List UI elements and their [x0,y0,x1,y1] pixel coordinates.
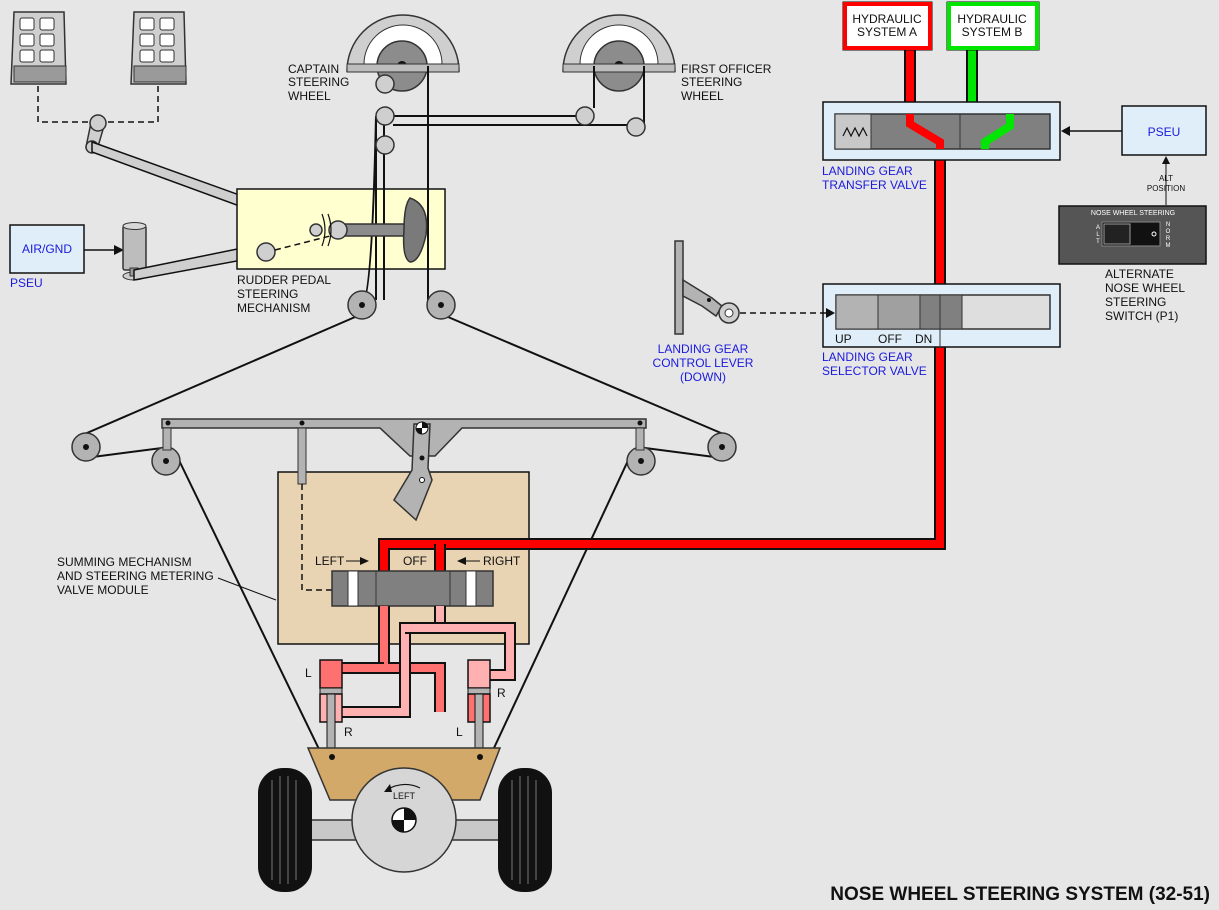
pseu-label: PSEU [1148,125,1181,139]
switch-caption-1: ALTERNATE [1105,267,1174,281]
rudder-pedal-right [131,12,186,84]
diagram-title: NOSE WHEEL STEERING SYSTEM (32-51) [830,884,1210,905]
metering-valve [332,571,493,606]
selector-caption-2: SELECTOR VALVE [822,364,927,378]
right-actuator-bottom-label: L [456,725,463,739]
switch-panel-title: NOSE WHEEL STEERING [1091,210,1175,217]
alt-position-line-1: ALT [1159,174,1173,183]
fo-wheel-label-2: STEERING [681,75,742,89]
fo-wheel-label-3: WHEEL [681,89,724,103]
right-steering-actuator [468,660,490,750]
hydraulic-a-line-2: SYSTEM A [857,25,917,39]
summing-caption-2: AND STEERING METERING [57,569,214,583]
norm-letter-n: N [1166,222,1170,228]
transfer-valve-caption-2: TRANSFER VALVE [822,178,927,192]
selector-dn-label: DN [915,332,932,346]
hydraulic-b-line-2: SYSTEM B [962,25,1023,39]
left-actuator-bottom-label: R [344,725,353,739]
hydraulic-b-line-1: HYDRAULIC [957,12,1027,26]
air-gnd-label: AIR/GND [22,242,72,256]
selector-off-label: OFF [878,332,902,346]
metering-left-label: LEFT [315,554,345,568]
lever-caption-1: LANDING GEAR [658,342,749,356]
rudder-mech-line-3: MECHANISM [237,301,310,315]
rudder-mech-line-2: STEERING [237,287,298,301]
selector-caption-1: LANDING GEAR [822,350,913,364]
lever-caption-3: (DOWN) [680,370,726,384]
captain-wheel-label-3: WHEEL [288,89,331,103]
rudder-mech-line-1: RUDDER PEDAL [237,273,331,287]
wheel-direction-label: LEFT [393,791,416,801]
captain-steering-wheel [347,15,459,91]
metering-right-label: RIGHT [483,554,521,568]
summing-caption-3: VALVE MODULE [57,583,149,597]
switch-caption-4: SWITCH (P1) [1105,309,1178,323]
left-steering-actuator [320,660,342,750]
rudder-pedal-left [11,12,66,84]
alt-letter-a: A [1096,225,1100,231]
hydraulic-a-line-1: HYDRAULIC [852,12,922,26]
summing-bar [162,419,646,520]
norm-letter-o: O [1166,229,1171,235]
landing-gear-control-lever [675,241,739,334]
left-actuator-top-label: L [305,666,312,680]
fo-steering-wheel [563,15,675,91]
switch-caption-3: STEERING [1105,295,1166,309]
nose-gear-wheels [258,748,552,892]
selector-up-label: UP [835,332,852,346]
captain-wheel-label-1: CAPTAIN [288,62,339,76]
transfer-valve-caption-1: LANDING GEAR [822,164,913,178]
lever-caption-2: CONTROL LEVER [653,356,754,370]
metering-off-label: OFF [403,554,427,568]
alt-position-line-2: POSITION [1147,184,1185,193]
captain-wheel-label-2: STEERING [288,75,349,89]
switch-caption-2: NOSE WHEEL [1105,281,1185,295]
norm-letter-m: M [1166,243,1171,249]
alt-letter-t: T [1096,239,1100,245]
norm-letter-r: R [1166,236,1171,242]
fo-wheel-label-1: FIRST OFFICER [681,62,772,76]
summing-caption-1: SUMMING MECHANISM [57,555,192,569]
right-actuator-top-label: R [497,686,506,700]
rudder-mechanism-caption: RUDDER PEDAL STEERING MECHANISM [237,273,331,315]
air-gnd-pseu-label: PSEU [10,276,43,290]
